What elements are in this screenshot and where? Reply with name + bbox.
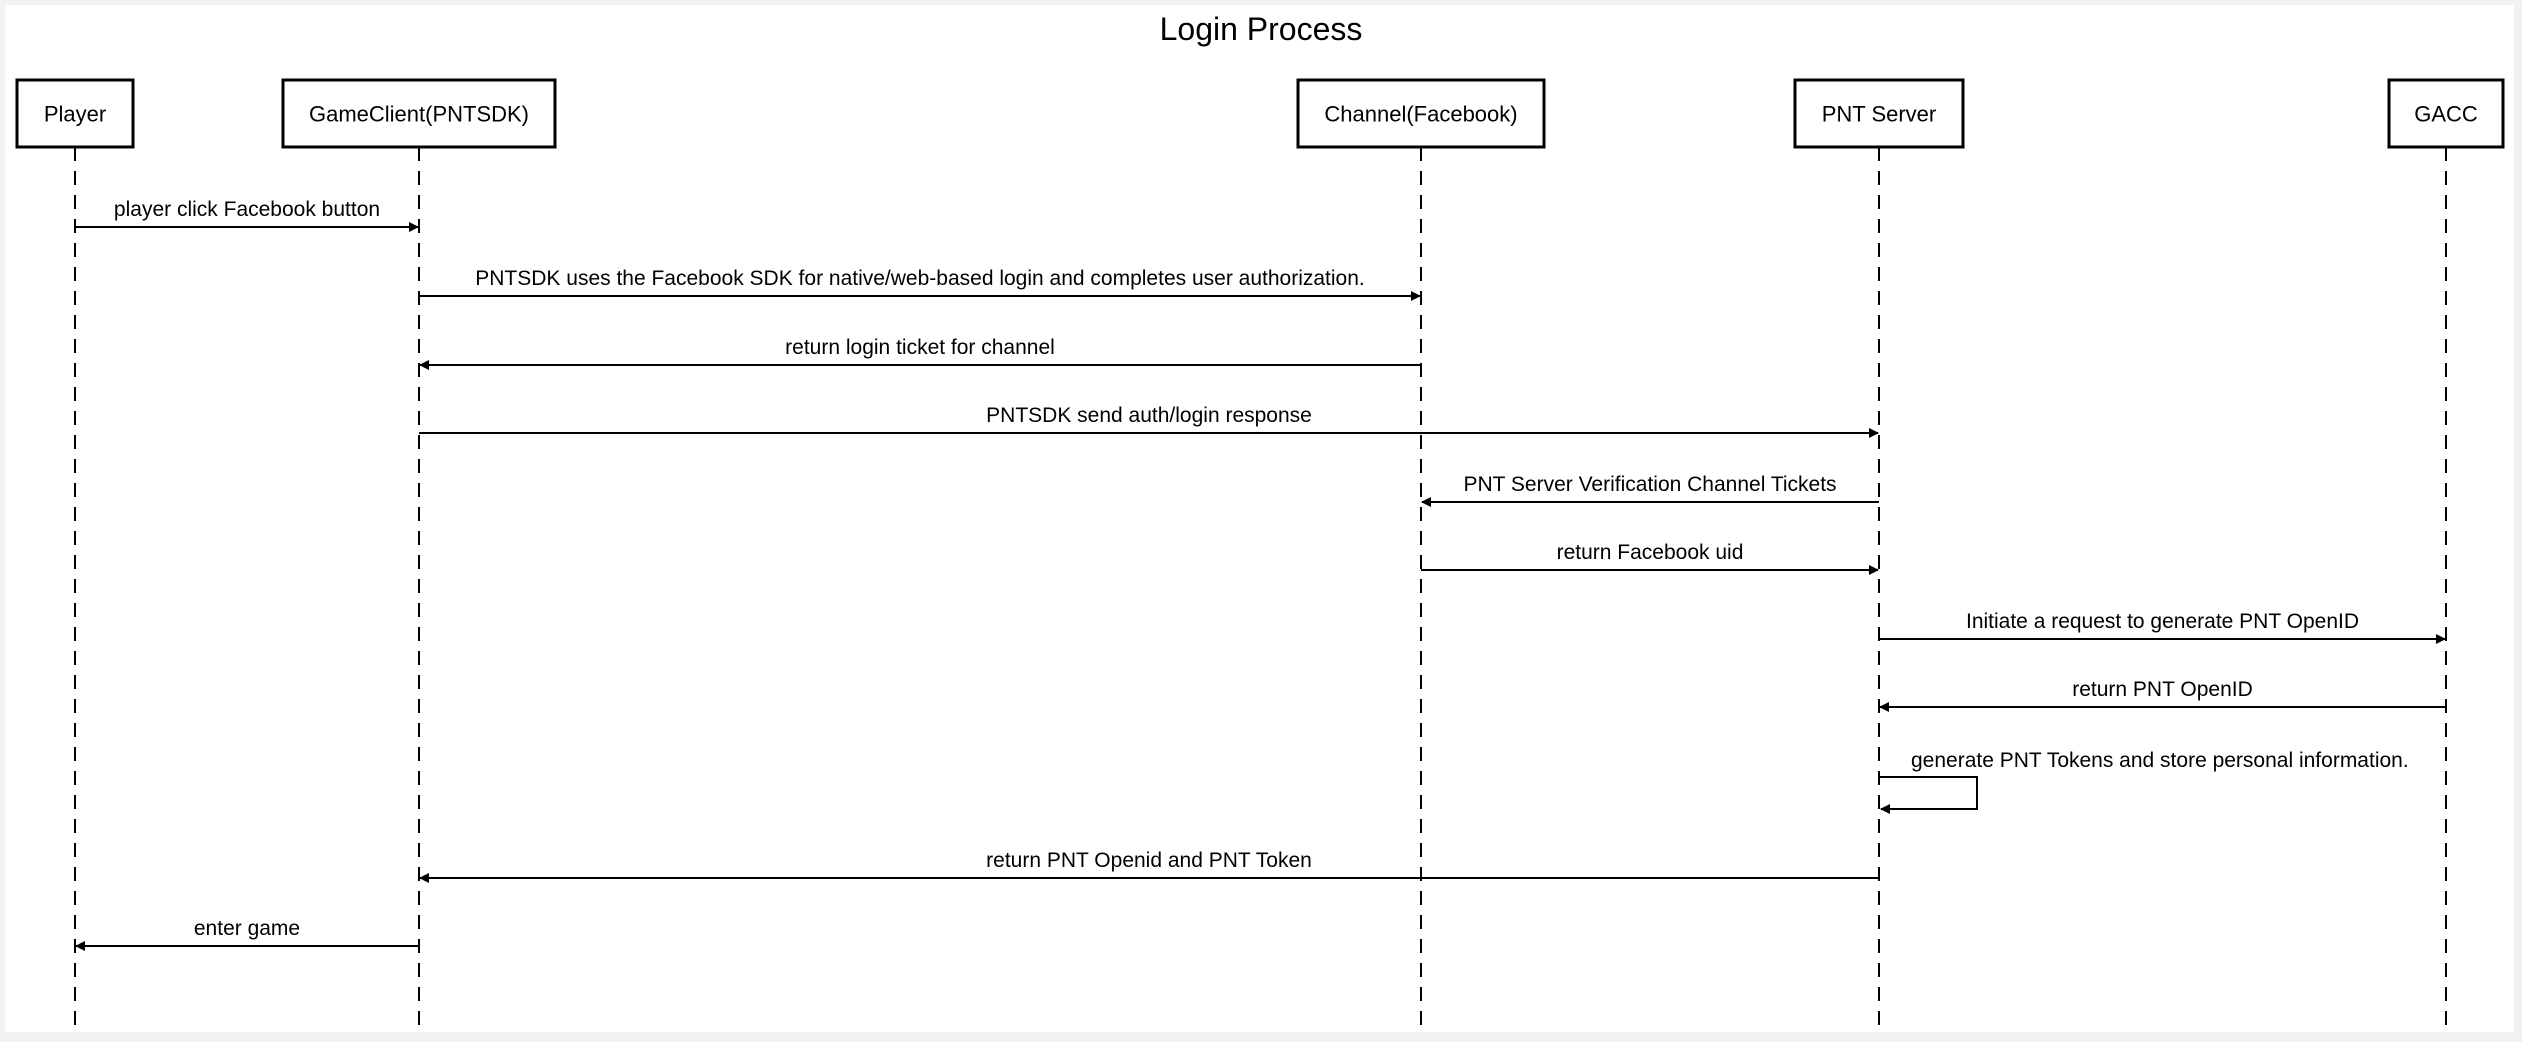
actor-box-gacc — [2387, 78, 2505, 149]
message-label: return PNT Openid and PNT Token — [986, 849, 1312, 872]
actor-label-gacc: GACC — [2414, 102, 2478, 127]
actor-box-gameclient — [281, 78, 557, 149]
message-1: player click Facebook button — [75, 198, 419, 232]
actor-label-gameclient: GameClient(PNTSDK) — [309, 102, 529, 127]
message-label: enter game — [194, 917, 300, 940]
message-2: PNTSDK uses the Facebook SDK for native/… — [419, 267, 1421, 301]
actor-label-pntserver: PNT Server — [1822, 102, 1937, 127]
message-10: return PNT Openid and PNT Token — [419, 849, 1879, 883]
actor-label-channel: Channel(Facebook) — [1324, 102, 1517, 127]
message-label: Initiate a request to generate PNT OpenI… — [1966, 610, 2359, 633]
actor-gacc: GACC — [2387, 78, 2505, 149]
actor-pntserver: PNT Server — [1793, 78, 1965, 149]
message-label: PNTSDK uses the Facebook SDK for native/… — [475, 267, 1364, 290]
message-label: generate PNT Tokens and store personal i… — [1911, 749, 2409, 772]
actor-player: Player — [15, 78, 135, 149]
diagram-background — [5, 5, 2514, 1032]
message-11: enter game — [75, 917, 419, 951]
actor-label-player: Player — [44, 102, 106, 127]
actor-box-player — [15, 78, 135, 149]
message-label: return login ticket for channel — [785, 336, 1055, 359]
message-5: PNT Server Verification Channel Tickets — [1421, 473, 1879, 507]
actor-box-channel — [1296, 78, 1546, 149]
message-label: return PNT OpenID — [2072, 678, 2253, 701]
message-9: generate PNT Tokens and store personal i… — [1879, 749, 2409, 814]
message-3: return login ticket for channel — [419, 336, 1421, 370]
message-label: return Facebook uid — [1557, 541, 1744, 564]
message-8: return PNT OpenID — [1879, 678, 2446, 712]
message-7: Initiate a request to generate PNT OpenI… — [1879, 610, 2446, 644]
diagram-title: Login Process — [1160, 11, 1363, 47]
message-label: PNTSDK send auth/login response — [986, 404, 1312, 427]
message-6: return Facebook uid — [1421, 541, 1879, 575]
message-arrow — [1879, 776, 1978, 814]
message-4: PNTSDK send auth/login response — [419, 404, 1879, 438]
actor-box-pntserver — [1793, 78, 1965, 149]
actor-channel: Channel(Facebook) — [1296, 78, 1546, 149]
actor-gameclient: GameClient(PNTSDK) — [281, 78, 557, 149]
message-label: PNT Server Verification Channel Tickets — [1463, 473, 1836, 496]
message-label: player click Facebook button — [114, 198, 380, 221]
